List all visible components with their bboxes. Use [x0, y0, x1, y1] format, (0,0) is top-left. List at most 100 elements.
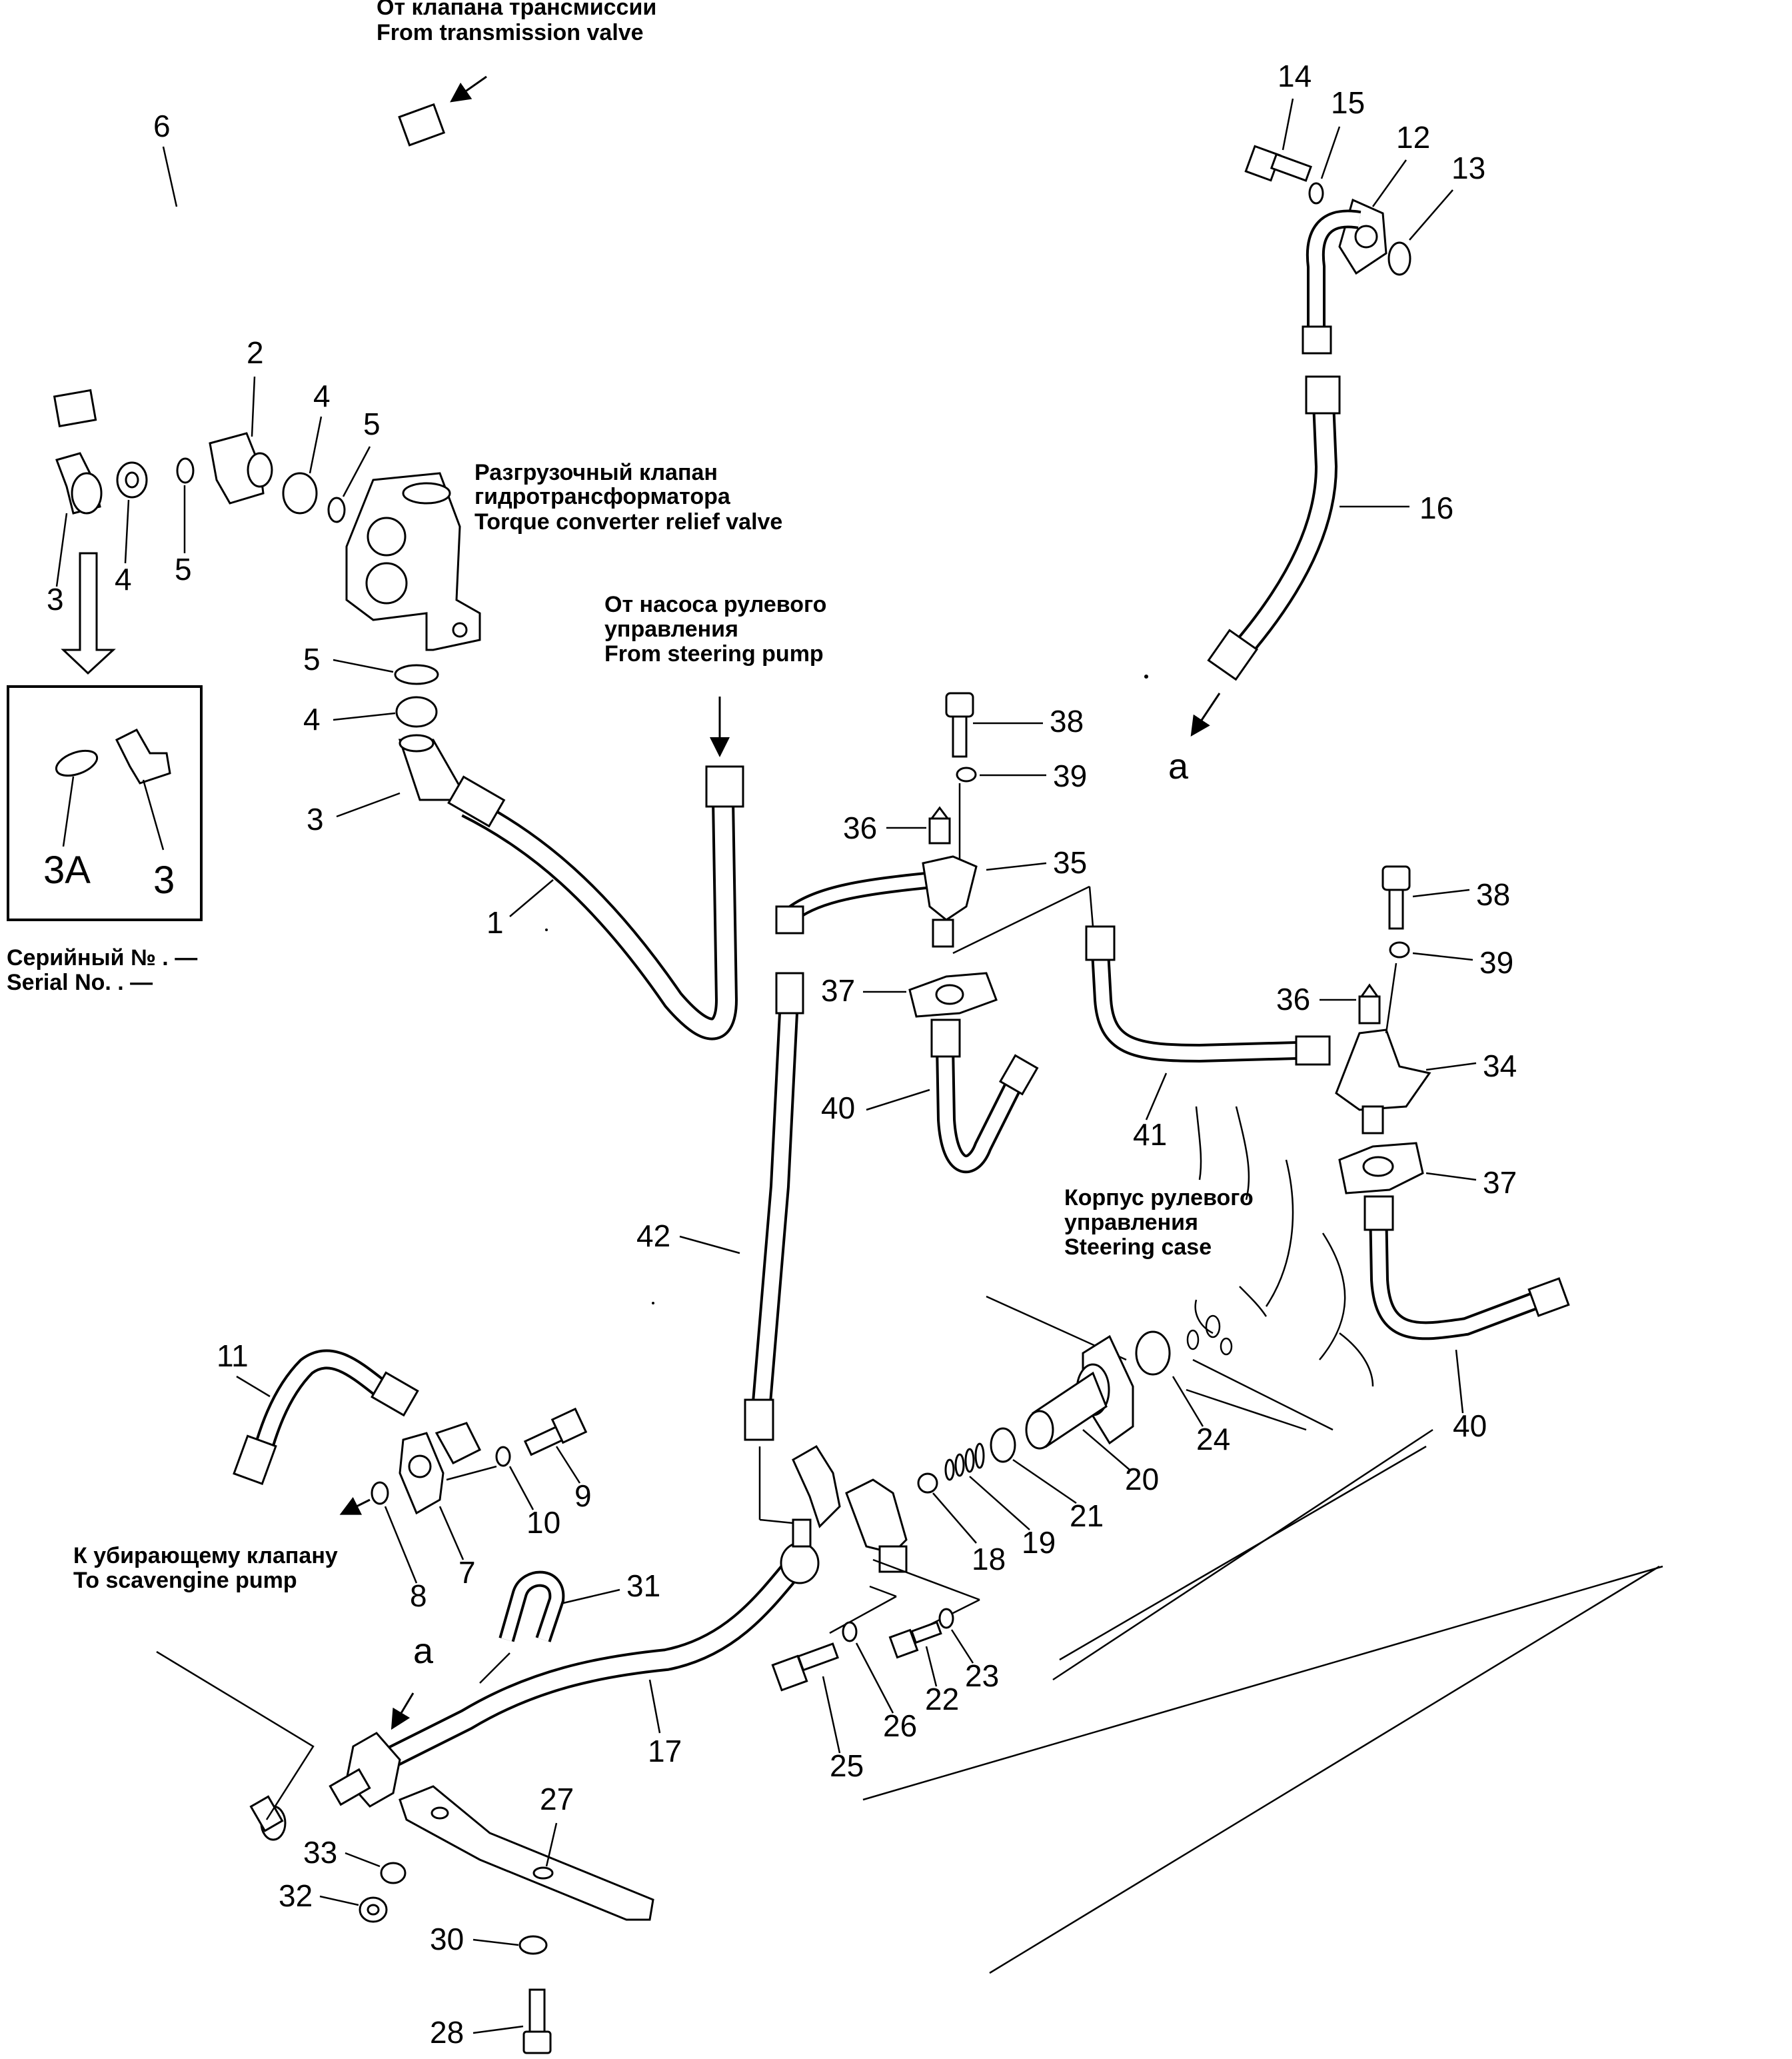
block-34 [1335, 1029, 1431, 1134]
bolt-9 [523, 1407, 588, 1456]
nipple-36-lower [1358, 983, 1381, 1025]
nut-32 [359, 1896, 388, 1923]
callout-10: 10 [526, 1505, 560, 1540]
washer-39-lower [1389, 941, 1410, 959]
callout-13: 13 [1451, 151, 1485, 185]
o-ring-24 [1135, 1330, 1171, 1376]
callout-42: 42 [636, 1218, 670, 1253]
bolt-38-lower [1381, 865, 1411, 930]
callout-36-upper: 36 [843, 811, 877, 845]
callout-4-left: 4 [115, 562, 132, 597]
from-transmission-ru: От клапана трансмиссии [377, 0, 656, 20]
o-ring-5-lower [394, 664, 439, 685]
callout-21: 21 [1070, 1498, 1104, 1533]
gasket-37-lower [1338, 1142, 1424, 1194]
callout-41: 41 [1133, 1117, 1167, 1152]
callout-7: 7 [458, 1555, 476, 1590]
callout-37-upper: 37 [821, 973, 855, 1008]
callout-3a: 3A [43, 849, 91, 892]
u-tube-31 [498, 1570, 565, 1642]
detail-box-3a-3: 3A 3 [7, 685, 203, 921]
elbow-3-top [55, 452, 103, 515]
callout-38-upper: 38 [1050, 704, 1084, 739]
callout-3-left: 3 [47, 582, 64, 617]
torque-converter-relief-valve [345, 472, 481, 651]
callout-1: 1 [486, 905, 504, 940]
bolt-38-upper [945, 692, 974, 758]
hose-1 [447, 765, 744, 1040]
callout-24: 24 [1196, 1422, 1230, 1456]
callout-19: 19 [1022, 1525, 1056, 1560]
callout-31: 31 [626, 1568, 660, 1603]
ref-a-top: a [1168, 747, 1189, 787]
callout-23: 23 [965, 1658, 999, 1693]
steering-case-ru-2: управления [1064, 1210, 1198, 1235]
ref-a-bottom: a [413, 1631, 434, 1671]
callout-37-lower: 37 [1483, 1165, 1517, 1200]
callout-17: 17 [648, 1734, 682, 1768]
callout-11: 11 [217, 1338, 249, 1373]
flow-arrow-transmission [450, 75, 487, 103]
from-transmission-en: From transmission valve [377, 20, 644, 45]
o-ring-5-mid [327, 497, 346, 523]
washer-39-upper [956, 767, 977, 783]
nut-4-mid [282, 472, 318, 515]
callout-18: 18 [972, 1542, 1006, 1576]
callout-27: 27 [540, 1782, 574, 1816]
callout-3-lower: 3 [307, 802, 324, 837]
steering-case-outline [862, 1106, 1663, 1974]
scavenge-en: To scavengine pump [73, 1568, 297, 1593]
detail-arrow [61, 552, 116, 675]
callout-6: 6 [153, 109, 171, 143]
o-ring-21 [990, 1427, 1016, 1463]
callout-4-lower: 4 [303, 702, 321, 737]
relief-ru-2: гидротрансформатора [474, 484, 731, 509]
callout-9: 9 [574, 1478, 592, 1513]
callout-22: 22 [925, 1682, 959, 1716]
callout-15: 15 [1331, 85, 1365, 120]
nipple-36-upper [928, 806, 951, 845]
callout-40-lower: 40 [1453, 1408, 1487, 1443]
flow-arrow-a-top [1190, 693, 1221, 737]
callout-39-upper: 39 [1053, 759, 1087, 793]
o-ring-8 [371, 1481, 389, 1505]
tube-block-35 [775, 855, 978, 948]
relief-en: Torque converter relief valve [474, 509, 782, 535]
callout-5-left: 5 [175, 552, 192, 587]
bracket-27 [399, 1785, 654, 1921]
callout-14: 14 [1278, 59, 1312, 93]
callout-16: 16 [1419, 491, 1453, 525]
callout-26: 26 [883, 1708, 917, 1743]
callout-39-lower: 39 [1479, 945, 1513, 980]
bolt-22 [888, 1620, 942, 1659]
hose-40-upper [930, 1019, 1039, 1174]
end-fitting [249, 1732, 401, 1841]
steering-pump-ru-2: управления [604, 617, 738, 642]
callout-30: 30 [430, 1922, 464, 1956]
relief-ru-1: Разгрузочный клапан [474, 460, 718, 485]
callout-5-lower: 5 [303, 642, 321, 677]
callout-40-upper: 40 [821, 1090, 855, 1125]
bolt-28 [522, 1988, 552, 2054]
bolt-25 [771, 1642, 839, 1692]
hose-41 [1085, 925, 1331, 1066]
steering-case-en: Steering case [1064, 1234, 1212, 1260]
gasket-37-upper [908, 972, 998, 1018]
callout-36-lower: 36 [1276, 982, 1310, 1017]
bolt-14 [1244, 145, 1312, 182]
callout-25: 25 [830, 1748, 864, 1783]
callout-12: 12 [1396, 120, 1430, 155]
pipe-17 [381, 1444, 908, 1770]
callout-33: 33 [303, 1835, 337, 1870]
washer-23 [938, 1608, 954, 1629]
hose-42 [744, 972, 804, 1441]
ball-18 [917, 1472, 938, 1494]
serial-ru: Серийный № . — [7, 945, 197, 971]
scavenge-ru: К убирающему клапану [73, 1543, 338, 1568]
washer-26 [842, 1621, 858, 1642]
callout-38-lower: 38 [1476, 877, 1510, 912]
callout-28: 28 [430, 2015, 464, 2050]
callout-5-top: 5 [363, 407, 381, 441]
callout-3-box: 3 [153, 859, 175, 902]
hose-11 [233, 1349, 419, 1485]
